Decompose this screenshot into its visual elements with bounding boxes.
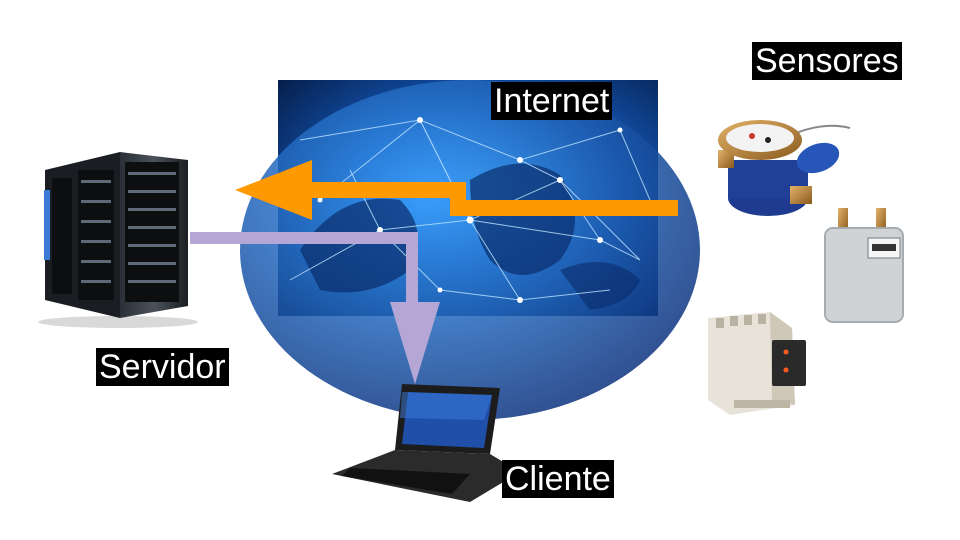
internet-label: Internet [491,82,613,120]
server-to-client-arrow [190,232,440,384]
server-label: Servidor [96,348,229,386]
din-rail-module-icon [708,312,806,415]
laptop-icon [332,384,520,502]
client-label: Cliente [502,460,614,498]
sensor-to-server-arrow [235,160,678,220]
gas-meter-icon [824,208,904,323]
sensors-label: Sensores [752,42,902,80]
internet-globe-icon [240,80,700,420]
server-rack-icon [38,152,198,328]
water-meter-icon [718,120,851,216]
